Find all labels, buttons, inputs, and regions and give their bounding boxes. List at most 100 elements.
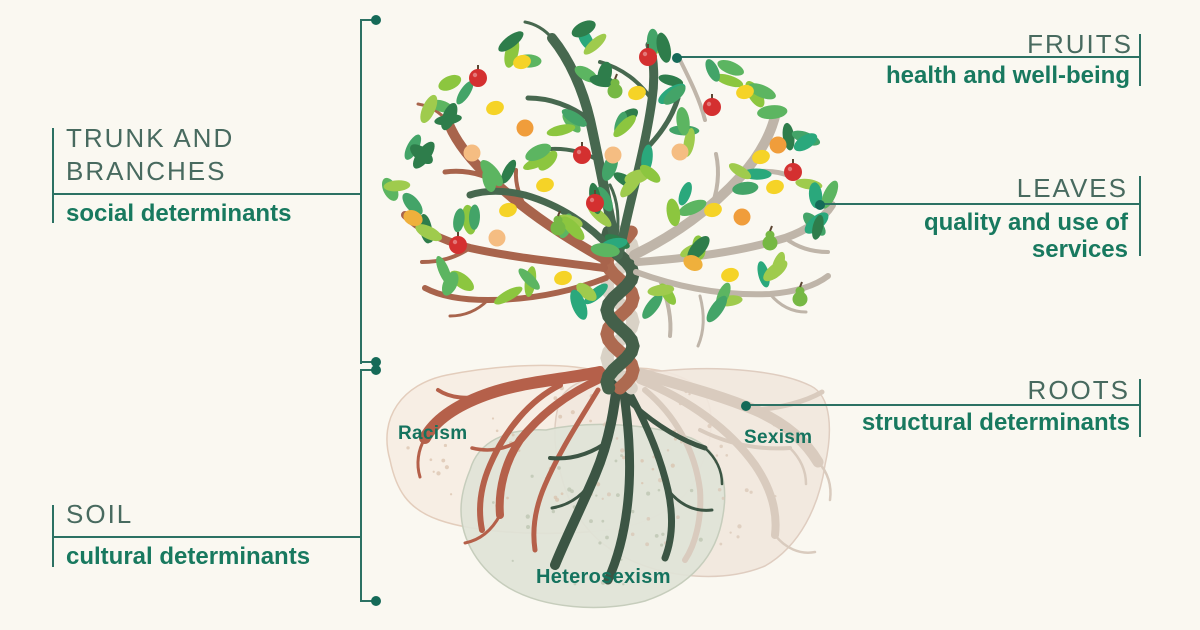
soil-speckle [589,519,593,524]
leaf [706,295,728,323]
apple-fruit [586,190,604,212]
soil-speckle [689,488,694,493]
soil-bracket-top-dot [371,365,381,375]
soil-category-title: SOIL [66,499,134,529]
leaf [687,235,710,261]
soil-category-subtitle: cultural determinants [66,543,311,570]
soil-bracket-line [360,369,362,602]
trunk-bracket-bottom-dot [371,357,381,367]
soil-speckle [729,531,732,534]
leaf [410,144,433,165]
leaf [666,198,681,227]
root-or-branch-path [531,387,601,553]
trunk-label-rule [53,193,361,195]
soil-speckle [491,417,495,420]
soil-speckle [725,454,729,457]
soil-speckle [651,467,655,471]
leaf [468,204,480,230]
leaves-connector-dot [815,200,825,210]
mango-fruit [683,254,703,272]
soil-speckle [595,494,598,497]
racism-soil-label: Racism [398,423,468,444]
apple-fruit [703,94,721,116]
leaves-category-title: LEAVES [1016,173,1128,203]
soil-speckle [719,444,723,449]
fruits-connector-line [677,56,1140,58]
soil-speckle [526,525,531,530]
soil-speckle [661,532,665,536]
soil-label-rule [53,536,361,538]
apple-fruit [469,65,487,87]
soil-speckle [614,459,618,463]
soil-speckle [617,581,621,584]
soil-speckle [657,477,663,483]
leaf [498,31,524,52]
roots-connector-dot [741,401,751,411]
leaf [420,94,438,124]
soil-speckle [717,487,722,492]
lemon-fruit [704,202,722,218]
fruits-category-subtitle: health and well-being [885,62,1130,89]
lemon-fruit [752,149,770,165]
leaf [613,115,636,138]
roots-bracket-line [1139,379,1141,437]
lemon-fruit [536,177,554,193]
root-or-branch-path [448,298,490,318]
branches-green [466,20,681,260]
peach-fruit [463,144,481,162]
leaf [678,199,707,217]
soil-speckle [443,443,448,448]
leaf [763,260,788,282]
leaves-category-subtitle: quality and use of services [923,209,1128,263]
soil-speckle [606,492,611,497]
soil-speckle [654,533,659,538]
leaf [561,216,585,241]
lemon-fruit [499,202,517,218]
fruits-category-title: FRUITS [1027,29,1133,59]
root-or-branch-path [470,438,522,452]
trunk-bracket-line [360,19,362,364]
soil-speckle [646,491,651,496]
soil-speckle [620,454,624,458]
roots-category-subtitle: structural determinants [861,409,1130,436]
soil-speckle [506,496,509,500]
root-or-branch-path [525,95,593,123]
pear-fruit [792,281,808,307]
soil-bracket-bottom-arm [360,600,374,602]
soil-speckle [680,440,683,444]
leaf [642,293,663,319]
leaf [546,124,576,137]
roots-green-heterosexism [548,370,724,585]
soil-speckle [553,396,558,401]
leaves-bracket-line [1139,176,1141,256]
pear-fruit [762,225,778,251]
leaf [821,180,839,209]
root-or-branch-path [615,40,659,255]
root-or-branch-path [773,533,817,554]
fruits-connector-dot [672,53,682,63]
leaf [438,74,462,91]
root-or-branch-path [768,292,808,314]
soil-speckle [688,392,691,396]
peach-fruit [488,229,506,247]
leaf [596,186,613,212]
soil-speckle [567,487,572,492]
soil-speckle [444,465,449,470]
soil-speckle [525,514,530,519]
soil-bracket-bottom-dot [371,596,381,606]
soil-speckle [560,492,564,496]
soil-speckle [491,501,495,504]
leaf [500,159,517,184]
trunk-category-title: TRUNK AND BRANCHES [66,123,235,186]
soil-speckle [622,582,625,586]
leaf [383,180,411,192]
root-or-branch-path [698,428,792,451]
soil-speckle [615,437,619,440]
soil-speckle [558,414,563,419]
leaf [793,133,818,152]
root-or-branch-path [636,376,780,539]
soil-speckle [551,509,556,514]
leaf [480,160,503,187]
sexism-soil-label: Sexism [744,427,813,448]
root-or-branch-path [625,397,708,451]
